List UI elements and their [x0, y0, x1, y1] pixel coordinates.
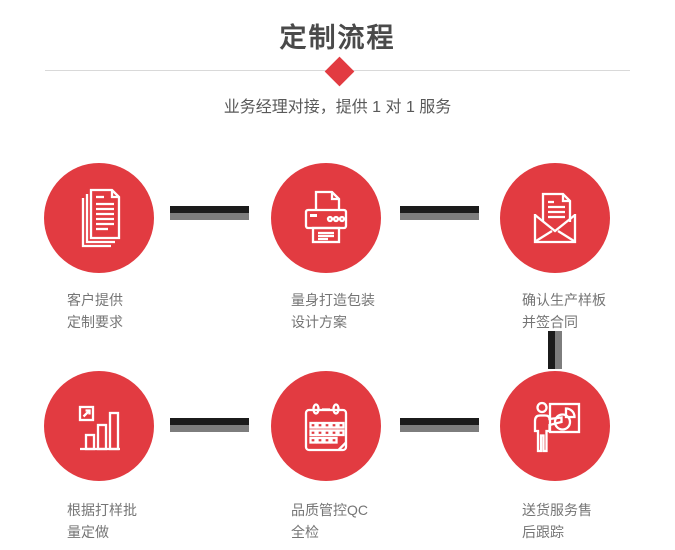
step-circle-6 [500, 371, 610, 481]
step-label-line: 后跟踪 [522, 524, 564, 540]
step-label-line: 全检 [291, 524, 319, 540]
calendar-icon [304, 403, 348, 452]
step-label-5: 品质管控QC 全检 [291, 499, 368, 543]
connector-step3-step6 [548, 331, 562, 369]
step-label-line: 并签合同 [522, 314, 578, 330]
page-title: 定制流程 [279, 23, 396, 53]
step-label-line: 品质管控QC [291, 502, 368, 518]
subtitle: 业务经理对接，提供 1 对 1 服务 [223, 99, 452, 116]
step-label-6: 送货服务售 后跟踪 [522, 499, 592, 543]
step-label-line: 根据打样批 [67, 502, 137, 518]
step-circle-2 [271, 163, 381, 273]
step-label-line: 送货服务售 [522, 502, 592, 518]
step-label-4: 根据打样批 量定做 [67, 499, 137, 543]
step-label-line: 量身打造包装 [291, 292, 375, 308]
step-circle-4 [44, 371, 154, 481]
bar-chart-icon [78, 405, 120, 451]
step-label-line: 确认生产样板 [522, 292, 606, 308]
documents-icon [81, 188, 121, 248]
step-label-3: 确认生产样板 并签合同 [522, 289, 606, 333]
presentation-icon [533, 401, 581, 453]
step-label-line: 设计方案 [291, 314, 347, 330]
step-circle-1 [44, 163, 154, 273]
connector-step2-step3 [400, 206, 479, 220]
step-label-1: 客户提供 定制要求 [67, 289, 123, 333]
connector-step4-step5 [170, 418, 249, 432]
envelope-icon [533, 192, 577, 244]
step-label-line: 客户提供 [67, 292, 123, 308]
step-circle-5 [271, 371, 381, 481]
connector-step1-step2 [170, 206, 249, 220]
step-label-2: 量身打造包装 设计方案 [291, 289, 375, 333]
step-circle-3 [500, 163, 610, 273]
printer-icon [304, 190, 348, 244]
step-label-line: 定制要求 [67, 314, 123, 330]
step-label-line: 量定做 [67, 524, 109, 540]
diamond-icon [324, 56, 355, 87]
connector-step5-step6 [400, 418, 479, 432]
